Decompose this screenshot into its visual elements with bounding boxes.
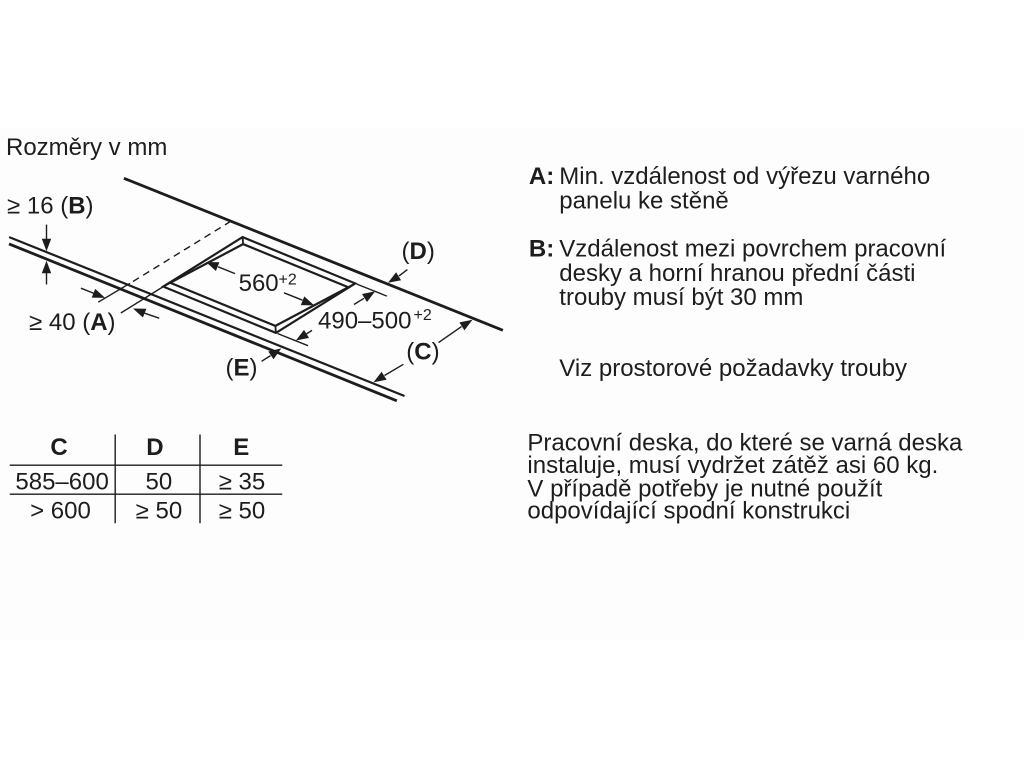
svg-text:panelu ke stěně: panelu ke stěně	[559, 188, 728, 215]
svg-text:(D): (D)	[402, 238, 435, 265]
svg-text:Min. vzdálenost od výřezu varn: Min. vzdálenost od výřezu varného	[559, 163, 930, 190]
svg-text:B:: B:	[529, 236, 554, 263]
svg-text:(C): (C)	[406, 339, 439, 366]
svg-text:≥ 50: ≥ 50	[136, 498, 183, 525]
svg-text:C: C	[50, 434, 67, 461]
svg-text:odpovídající spodní konstrukci: odpovídající spodní konstrukci	[527, 498, 850, 525]
svg-text:desky a horní hranou přední čá: desky a horní hranou přední části	[559, 260, 915, 287]
svg-text:490–500: 490–500	[318, 307, 411, 334]
svg-text:585–600: 585–600	[15, 469, 108, 496]
svg-text:D: D	[146, 434, 163, 461]
svg-text:≥ 40 (A): ≥ 40 (A)	[29, 309, 116, 336]
svg-text:+2: +2	[279, 272, 297, 289]
svg-text:Viz prostorové požadavky troub: Viz prostorové požadavky trouby	[559, 355, 907, 382]
svg-text:Vzdálenost mezi povrchem praco: Vzdálenost mezi povrchem pracovní	[559, 236, 946, 263]
svg-text:trouby musí být 30 mm: trouby musí být 30 mm	[559, 284, 803, 311]
svg-text:≥ 50: ≥ 50	[219, 498, 266, 525]
svg-text:560: 560	[239, 270, 279, 297]
svg-text:50: 50	[146, 469, 173, 496]
svg-text:A:: A:	[529, 163, 554, 190]
svg-text:≥ 16 (B): ≥ 16 (B)	[7, 193, 94, 220]
svg-text:(E): (E)	[226, 355, 258, 382]
svg-text:+2: +2	[414, 307, 432, 324]
svg-text:instaluje, musí vydržet zátěž: instaluje, musí vydržet zátěž asi 60 kg.	[527, 452, 938, 479]
svg-text:Pracovní deska, do které se va: Pracovní deska, do které se varná deska	[527, 430, 963, 457]
svg-text:Rozměry v mm: Rozměry v mm	[6, 134, 167, 161]
svg-text:E: E	[233, 434, 249, 461]
svg-text:≥ 35: ≥ 35	[219, 469, 266, 496]
svg-text:> 600: > 600	[30, 498, 91, 525]
svg-text:V případě potřeby je nutné pou: V případě potřeby je nutné použít	[527, 475, 882, 502]
